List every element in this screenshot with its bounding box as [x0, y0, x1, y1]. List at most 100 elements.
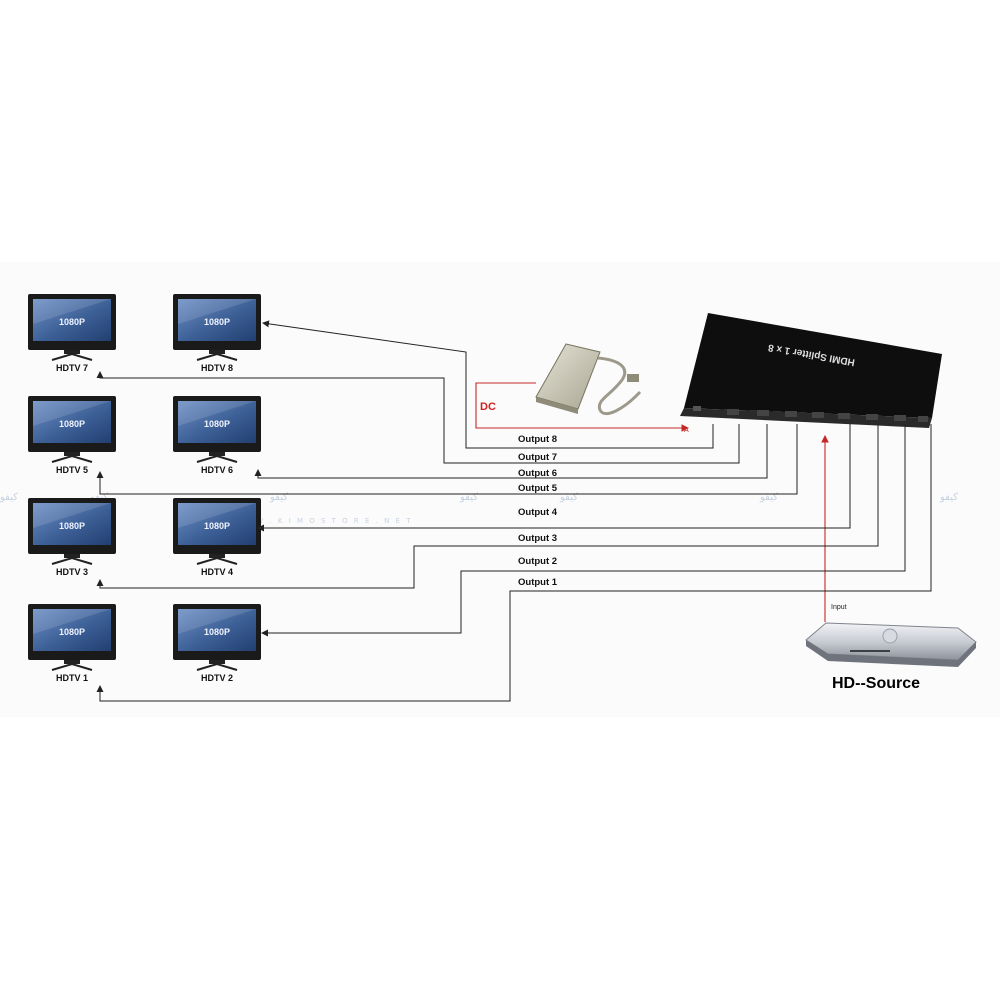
tv-stand: [51, 454, 93, 463]
tv-screen: [33, 609, 111, 651]
tv-hdtv3: 1080P HDTV 3: [28, 498, 116, 577]
tv-screen-glare: [33, 401, 111, 426]
tv-screen-text: 1080P: [59, 521, 85, 531]
watermark-text-5: كيفو: [559, 492, 578, 503]
tv-stand: [51, 662, 93, 671]
watermark-text-4: كيفو: [459, 492, 478, 503]
tv-screen-glare: [33, 299, 111, 324]
port-out2: [894, 415, 906, 421]
tv-label: HDTV 1: [56, 673, 88, 683]
tv-screen-text: 1080P: [59, 317, 85, 327]
tv-screen-glare: [178, 503, 256, 528]
tv-neck: [64, 660, 80, 664]
tv-screen: [178, 503, 256, 545]
tv-stand: [196, 352, 238, 361]
tv-hdtv7: 1080P HDTV 7: [28, 294, 116, 373]
tv-label: HDTV 2: [201, 673, 233, 683]
tv-hdtv2: 1080P HDTV 2: [173, 604, 261, 683]
wire-output-4: [257, 424, 851, 532]
adapter-side: [536, 397, 578, 414]
wire-output-2: [261, 424, 906, 637]
power-adapter: [535, 343, 642, 416]
dc-wire: [475, 382, 690, 432]
label-output-3: Output 3: [518, 533, 557, 544]
tv-screen: [178, 401, 256, 443]
port-dc: [693, 406, 701, 411]
tv-label: HDTV 4: [201, 567, 233, 577]
output-wires: [96, 320, 932, 702]
tv-neck: [64, 554, 80, 558]
tv-screen: [178, 609, 256, 651]
input-label: Input: [831, 604, 847, 611]
tv-label: HDTV 8: [201, 363, 233, 373]
tv-screen-text: 1080P: [59, 627, 85, 637]
tv-hdtv4: 1080P HDTV 4: [173, 498, 261, 577]
watermark: كيفو كيفو كيفو كيفو كيفو كيفو كيفو W W W…: [0, 492, 958, 525]
tv-stand: [196, 662, 238, 671]
tv-neck: [64, 350, 80, 354]
label-output-2: Output 2: [518, 556, 557, 567]
tv-screen-glare: [33, 609, 111, 634]
tv-neck: [209, 452, 225, 456]
watermark-text-1: كيفو: [0, 492, 18, 503]
port-out6: [785, 411, 797, 417]
tv-neck: [209, 350, 225, 354]
tv-hdtv8: 1080P HDTV 8: [173, 294, 261, 373]
output-labels: Output 8 Output 7 Output 6 Output 5 Output 4…: [518, 434, 558, 588]
hdmi-splitter: HDMI Splitter 1 x 8: [680, 313, 942, 428]
tv-screen: [178, 299, 256, 341]
splitter-top: [684, 313, 942, 418]
wire-output-7: [96, 371, 740, 464]
label-output-6: Output 6: [518, 468, 557, 479]
tv-neck: [209, 660, 225, 664]
tv-screen-text: 1080P: [59, 419, 85, 429]
port-in: [812, 412, 824, 418]
label-output-7: Output 7: [518, 452, 557, 463]
splitter-front: [680, 408, 932, 428]
watermark-url: W W W . K I M O S T O R E . N E T: [230, 517, 412, 525]
tv-label: HDTV 7: [56, 363, 88, 373]
tv-hdtv1: 1080P HDTV 1: [28, 604, 116, 683]
adapter-cable: [597, 356, 642, 416]
tv-screen: [33, 503, 111, 545]
port-out8: [727, 409, 739, 415]
tv-screen-text: 1080P: [204, 521, 230, 531]
tv-label: HDTV 5: [56, 465, 88, 475]
tv-label: HDTV 3: [56, 567, 88, 577]
wire-output-8: [262, 320, 714, 449]
label-output-5: Output 5: [518, 483, 558, 494]
adapter-plug: [627, 374, 639, 382]
label-output-1: Output 1: [518, 577, 558, 588]
dc-plug-label: A: [684, 427, 689, 434]
tv-screen-glare: [178, 401, 256, 426]
port-out4: [838, 413, 850, 419]
watermark-text-3: كيفو: [269, 492, 288, 503]
tv-screen: [33, 401, 111, 443]
tv-label: HDTV 6: [201, 465, 233, 475]
tv-stand: [51, 352, 93, 361]
tv-screen-text: 1080P: [204, 627, 230, 637]
watermark-text-2: كيفو: [89, 492, 108, 503]
player-front: [806, 640, 976, 667]
wire-output-1: [96, 424, 932, 702]
player-disc-slot: [850, 650, 890, 652]
dc-label: DC: [480, 401, 496, 413]
watermark-text-7: كيفو: [939, 492, 958, 503]
port-out1: [918, 416, 928, 422]
tv-stand: [196, 556, 238, 565]
tv-screen-glare: [178, 609, 256, 634]
source-label: HD--Source: [832, 675, 920, 692]
tv-screen-text: 1080P: [204, 317, 230, 327]
label-output-8: Output 8: [518, 434, 557, 445]
hd-source-player: [805, 622, 977, 667]
label-output-4: Output 4: [518, 507, 558, 518]
tv-screen-glare: [33, 503, 111, 528]
port-out3: [866, 414, 878, 420]
tv-screen: [33, 299, 111, 341]
tv-stand: [196, 454, 238, 463]
wire-output-5: [96, 424, 798, 495]
